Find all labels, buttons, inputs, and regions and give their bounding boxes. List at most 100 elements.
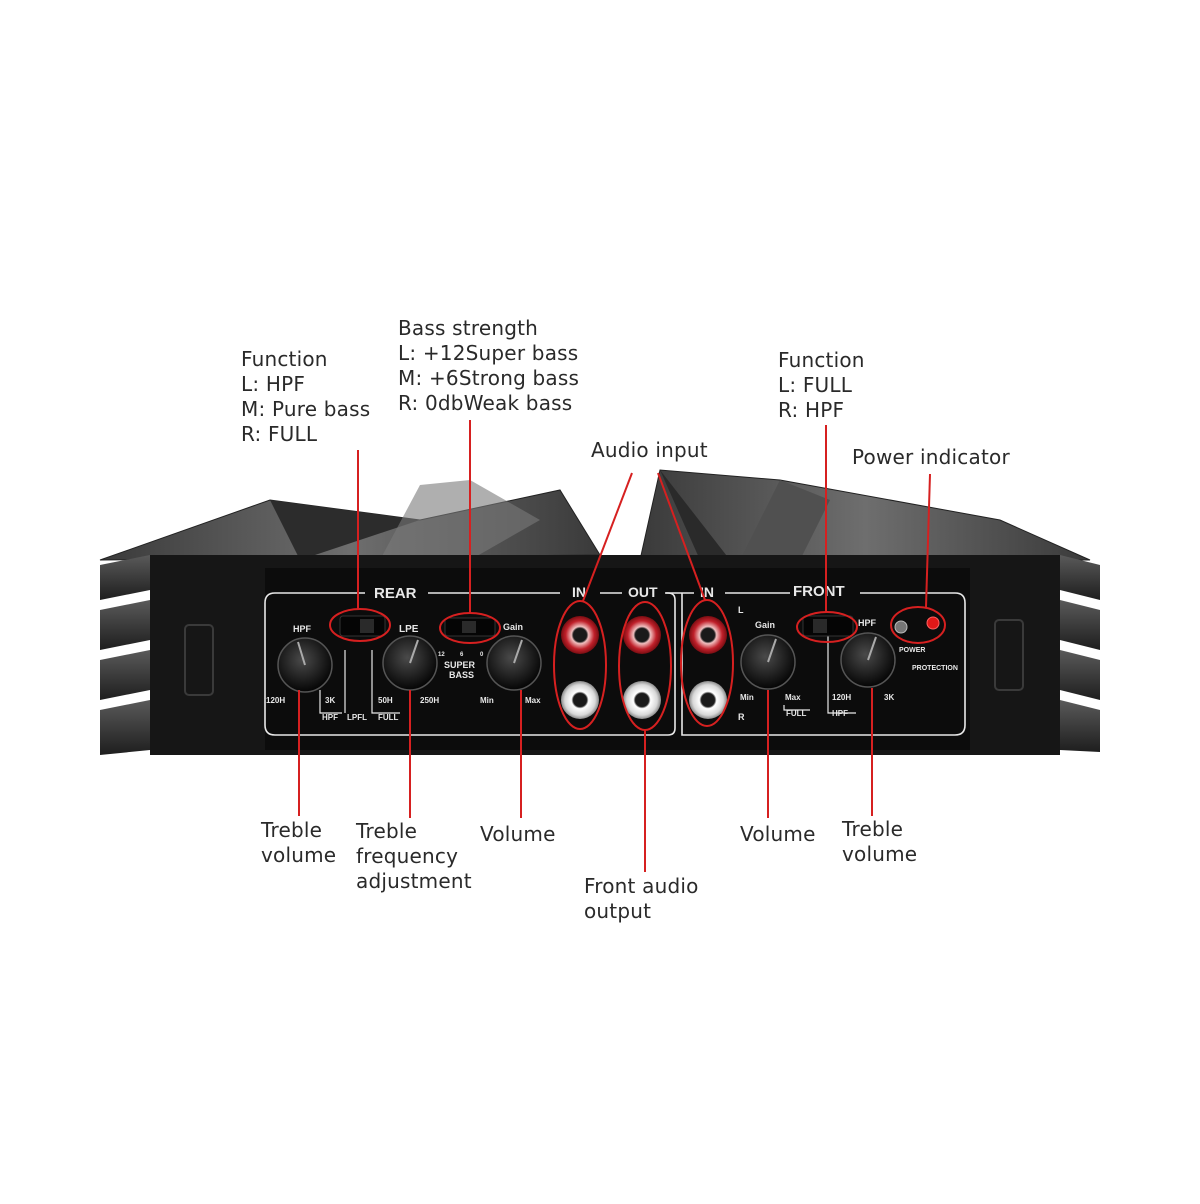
freq-3k-label-right: 3K <box>884 693 894 702</box>
freq-250-label: 250H <box>420 696 439 705</box>
power-indicator-highlight <box>890 606 946 644</box>
front-input-highlight <box>680 599 734 727</box>
audio-input-leader-right <box>657 472 706 601</box>
callout-line: output <box>584 899 652 923</box>
r-mark: R <box>738 712 745 722</box>
callout-line: Power indicator <box>852 445 1010 469</box>
min-label-left: Min <box>480 696 494 705</box>
super-label: SUPER <box>444 660 476 670</box>
in-left-label: IN <box>572 584 586 600</box>
callout-line: Front audio <box>584 874 699 898</box>
l-mark: L <box>738 605 744 615</box>
callout-line: frequency <box>356 844 459 868</box>
callout-line: Bass strength <box>398 316 539 340</box>
knobs <box>277 632 896 693</box>
front-label: FRONT <box>793 583 845 600</box>
callout-line: Audio input <box>591 438 708 462</box>
heatsink-top <box>99 469 1091 561</box>
callout-line: Treble <box>842 817 904 841</box>
bass-label: BASS <box>449 670 474 680</box>
power-label: POWER <box>899 647 925 654</box>
rear-gain-knob[interactable] <box>486 635 542 691</box>
switches <box>339 615 854 637</box>
front-hpf-knob[interactable] <box>840 632 896 688</box>
rca-connectors <box>561 616 727 719</box>
panel-frames <box>264 592 966 736</box>
heatsink-fins-right <box>1060 555 1100 752</box>
vent-slots <box>184 619 1024 696</box>
callout-line: Volume <box>480 822 556 846</box>
full-label-right: FULL <box>786 709 807 718</box>
callout-line: M: Pure bass <box>241 397 371 421</box>
callout-line: Treble <box>261 818 323 842</box>
switch-brackets <box>319 632 856 714</box>
lpe-label: LPE <box>399 624 419 635</box>
rca-out-left[interactable] <box>623 616 661 654</box>
bass-12-label: 12 <box>438 652 445 658</box>
gain-label-left: Gain <box>503 622 523 632</box>
rear-input-highlight <box>553 600 607 730</box>
callout-line: R: 0dbWeak bass <box>398 391 573 415</box>
rca-rear-in-right[interactable] <box>561 681 599 719</box>
callout-line: volume <box>261 843 337 867</box>
bass-6-label: 6 <box>460 652 464 658</box>
freq-3k-label: 3K <box>325 696 335 705</box>
hpf-label: HPF <box>293 624 312 634</box>
callout-line: Function <box>241 347 328 371</box>
annotation-marks <box>298 420 946 872</box>
audio-input-callout: Audio input <box>591 438 708 463</box>
audio-input-leader-left <box>582 472 633 602</box>
rca-out-right[interactable] <box>623 681 661 719</box>
callout-line: L: HPF <box>241 372 306 396</box>
callout-line: R: FULL <box>241 422 318 446</box>
rca-rear-in-left[interactable] <box>561 616 599 654</box>
power-indicator-leader <box>925 473 931 608</box>
gain-label-right: Gain <box>755 620 775 630</box>
rear-lpf-knob[interactable] <box>382 635 438 691</box>
bass-0-label: 0 <box>480 652 484 658</box>
out-label: OUT <box>628 584 658 600</box>
callout-line: L: FULL <box>778 373 853 397</box>
min-label-right: Min <box>740 693 754 702</box>
callout-line: volume <box>842 842 918 866</box>
heatsink-fins-left <box>100 555 150 755</box>
hpf-sw-label: HPF <box>322 713 338 722</box>
callout-line: R: HPF <box>778 398 845 422</box>
max-label-left: Max <box>525 696 541 705</box>
freq-120-label-right: 120H <box>832 693 851 702</box>
protection-led <box>926 616 940 630</box>
callout-line: Treble <box>356 819 418 843</box>
freq-120-label: 120H <box>266 696 285 705</box>
rear-hpf-knob[interactable] <box>277 637 333 693</box>
rear-label: REAR <box>374 585 417 602</box>
power-indicator-callout: Power indicator <box>852 445 1010 470</box>
max-label-right: Max <box>785 693 801 702</box>
hpf-label-right: HPF <box>858 618 877 628</box>
volume-left-callout: Volume <box>480 822 556 847</box>
callout-line: Volume <box>740 822 816 846</box>
power-led <box>894 620 908 634</box>
freq-50-label: 50H <box>378 696 393 705</box>
lpfl-label: LPFL <box>347 713 367 722</box>
volume-right-callout: Volume <box>740 822 816 847</box>
callout-line: M: +6Strong bass <box>398 366 580 390</box>
leds <box>894 616 940 634</box>
front-gain-knob[interactable] <box>740 634 796 690</box>
rca-front-in-left[interactable] <box>689 616 727 654</box>
front-function-switch[interactable] <box>802 615 854 637</box>
full-label-left: FULL <box>378 713 399 722</box>
callout-line: L: +12Super bass <box>398 341 579 365</box>
callout-line: adjustment <box>356 869 472 893</box>
callout-line: Function <box>778 348 865 372</box>
rca-front-in-right[interactable] <box>689 681 727 719</box>
protection-label: PROTECTION <box>912 665 958 672</box>
